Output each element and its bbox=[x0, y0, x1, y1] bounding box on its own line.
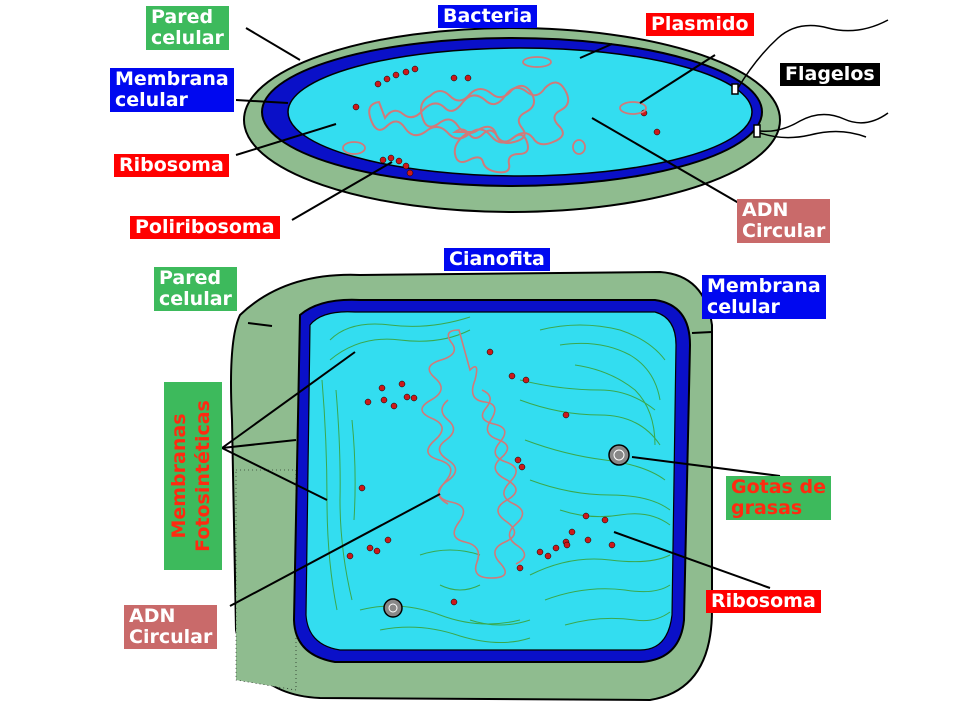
cianofita-cytoplasm bbox=[305, 311, 677, 651]
bacteria-label-flagelos: Flagelos bbox=[780, 63, 880, 86]
cianofita-label-membranas-fotosinteticas: Membranas Fotosintéticas bbox=[168, 400, 214, 552]
cianofita-cell bbox=[230, 270, 713, 702]
bacteria-cell bbox=[243, 19, 889, 213]
cianofita-label-gotas-de-grasas: Gotas de grasas bbox=[726, 476, 831, 520]
cianofita-label-membrana-celular: Membrana celular bbox=[702, 275, 826, 319]
cianofita-title: Cianofita bbox=[444, 248, 550, 271]
bacteria-flagella bbox=[731, 19, 889, 139]
bacteria-label-membrana-celular: Membrana celular bbox=[110, 68, 234, 112]
bacteria-plasmids bbox=[342, 56, 647, 155]
bacteria-label-plasmido: Plasmido bbox=[646, 13, 754, 36]
pointer-lines bbox=[221, 27, 781, 607]
bacteria-ribosomes bbox=[352, 65, 661, 177]
bacteria-label-ribosoma: Ribosoma bbox=[114, 154, 229, 177]
cianofita-ribosomes bbox=[346, 348, 616, 606]
bacteria-label-poliribosoma: Poliribosoma bbox=[130, 216, 280, 239]
bacteria-label-adn-circular: ADN Circular bbox=[737, 199, 831, 243]
cianofita-label-ribosoma: Ribosoma bbox=[706, 590, 821, 613]
photosynthetic-membranes bbox=[321, 316, 671, 644]
bacteria-cytoplasm bbox=[287, 47, 753, 177]
bacteria-title: Bacteria bbox=[438, 5, 538, 28]
bacteria-dna bbox=[368, 81, 570, 174]
bacteria-label-pared-celular: Pared celular bbox=[146, 6, 229, 50]
cianofita-label-membranas-box bbox=[164, 382, 222, 570]
cianofita-dna bbox=[421, 329, 526, 579]
cianofita-wall-stipple bbox=[235, 469, 297, 691]
fat-droplets bbox=[383, 444, 630, 618]
cianofita-label-adn-circular: ADN Circular bbox=[124, 605, 218, 649]
cianofita-label-pared-celular: Pared celular bbox=[154, 267, 237, 311]
